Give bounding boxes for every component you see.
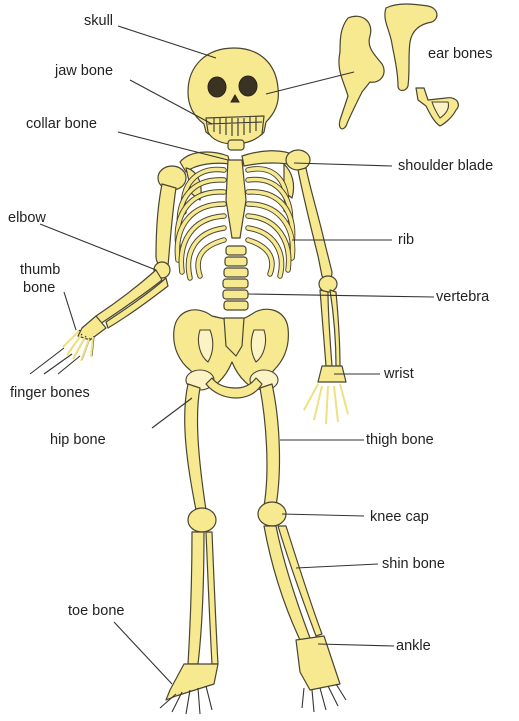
label-vertebra: vertebra [436,289,490,305]
label-ear-bones: ear bones [428,46,493,62]
label-finger-bones: finger bones [10,385,90,401]
right-arm-illustration [297,167,349,425]
left-leg-illustration [159,383,219,715]
label-shoulder-blade: shoulder blade [398,158,494,174]
skull-illustration [187,47,279,145]
label-skull: skull [84,13,114,29]
label-toe-bone: toe bone [68,603,125,619]
label-shin-bone: shin bone [382,556,445,572]
label-elbow: elbow [8,210,46,226]
pelvis-illustration [173,308,289,399]
label-hip-bone: hip bone [50,432,106,448]
shoulder-illustration [157,149,311,201]
label-thumb-bone: bone [23,280,56,296]
ear-bones-illustration [338,3,459,130]
label-jaw-bone: jaw bone [55,63,114,79]
label-wrist: wrist [384,366,414,382]
label-thigh-bone: thigh bone [366,432,434,448]
rib-cage-illustration [174,159,296,281]
left-arm-illustration [62,183,177,362]
spine-illustration [222,139,249,311]
label-rib: rib [398,232,415,248]
label-collar-bone: collar bone [26,116,97,132]
leader-lines [29,25,435,685]
right-leg-illustration [257,383,347,713]
label-thumb: thumb [20,262,61,278]
label-knee-cap: knee cap [370,509,429,525]
label-ankle: ankle [396,638,431,654]
